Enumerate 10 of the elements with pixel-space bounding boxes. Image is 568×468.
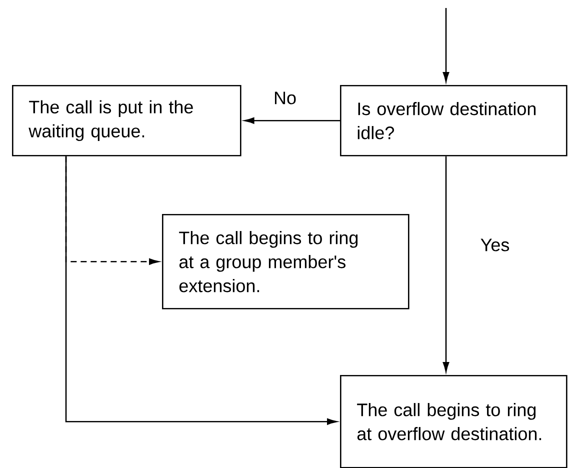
edge-label: Yes: [478, 236, 512, 254]
arrow: [244, 117, 340, 124]
process-box: Is overflow destination idle?: [340, 85, 568, 156]
edge-label: No: [272, 90, 298, 106]
arrow: [65, 156, 159, 265]
process-box: The call begins to ring at overflow destination.: [340, 375, 568, 468]
process-box: The call begins to ring at a group member's extension.: [162, 214, 410, 310]
process-box: The call is put in the waiting queue.: [12, 85, 242, 156]
arrow: [442, 156, 450, 372]
arrow: [442, 8, 450, 82]
